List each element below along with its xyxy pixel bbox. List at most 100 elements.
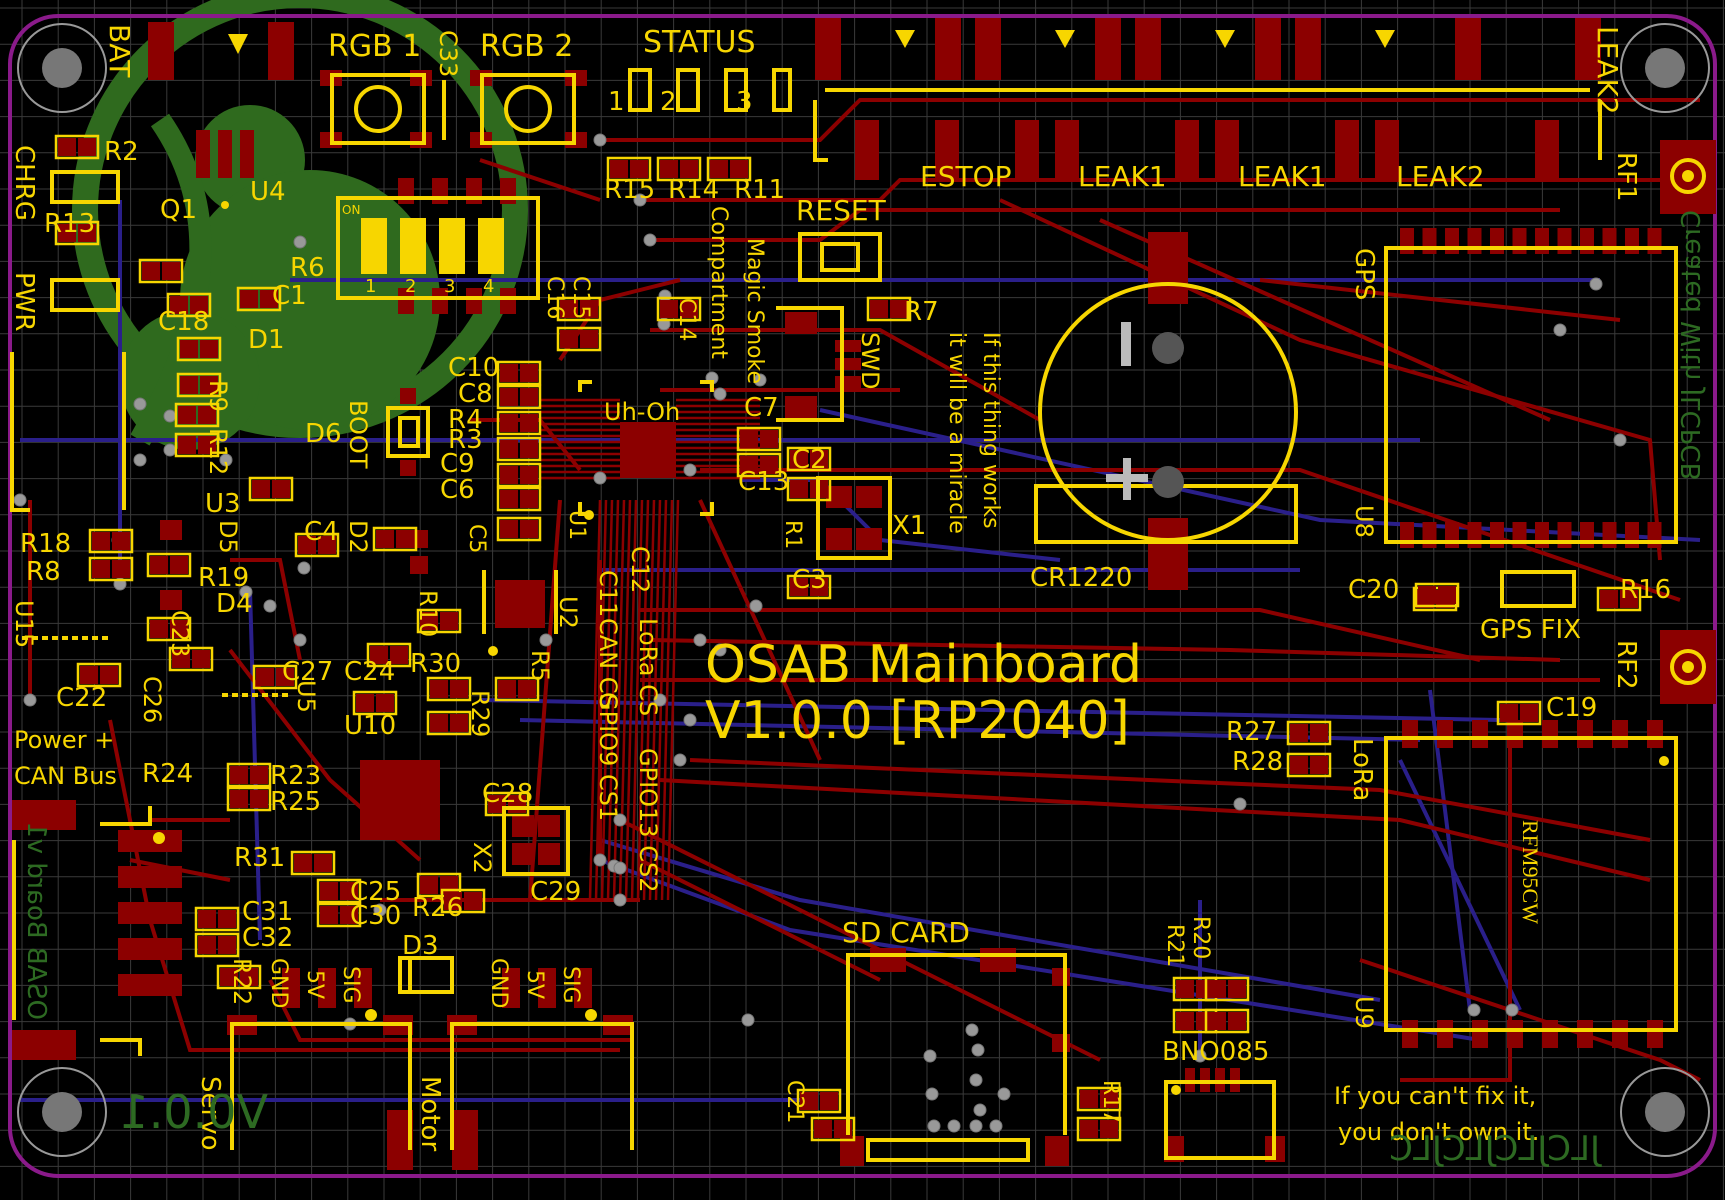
label-r2: R2 bbox=[104, 137, 139, 167]
label-d5: D5 bbox=[214, 520, 242, 554]
title-line-2: V1.0.0 [RP2040] bbox=[705, 691, 1130, 751]
label-r20: R20 bbox=[1188, 916, 1213, 959]
label-status-2: 2 bbox=[660, 87, 677, 117]
label-swd: SWD bbox=[856, 332, 884, 389]
label-motor: Motor bbox=[415, 1076, 445, 1151]
label-leak1-a: LEAK1 bbox=[1078, 160, 1167, 193]
label-u3: U3 bbox=[205, 489, 241, 519]
rf-connectors bbox=[1660, 140, 1716, 704]
label-c20: C20 bbox=[1348, 575, 1399, 605]
label-power-can-1: Power + bbox=[14, 726, 114, 754]
label-status-3: 3 bbox=[736, 87, 753, 117]
label-miracle-2: it will be a miracle bbox=[944, 332, 969, 534]
label-gpio9-cs1: GPIO9 CS1 bbox=[594, 692, 622, 821]
label-u8: U8 bbox=[1350, 505, 1378, 538]
label-c27: C27 bbox=[282, 657, 333, 687]
label-dip-4: 4 bbox=[483, 276, 494, 297]
label-c15: C15 bbox=[568, 276, 593, 319]
label-d2: D2 bbox=[344, 520, 372, 554]
label-c2: C2 bbox=[792, 445, 827, 475]
label-u5: U5 bbox=[292, 680, 320, 713]
label-gnd-b: GND bbox=[486, 958, 511, 1008]
label-c33: C33 bbox=[434, 30, 462, 77]
label-uh-oh: Uh-Oh bbox=[604, 398, 680, 426]
label-lora: LoRa bbox=[1347, 738, 1377, 801]
label-leak1-b: LEAK1 bbox=[1238, 160, 1327, 193]
label-r23: R23 bbox=[270, 761, 321, 791]
label-r19: R19 bbox=[198, 563, 249, 593]
label-dip-2: 2 bbox=[405, 276, 416, 297]
label-r12: R12 bbox=[204, 428, 232, 475]
label-r6: R6 bbox=[290, 253, 325, 283]
label-leak2-b: LEAK2 bbox=[1396, 160, 1485, 193]
label-leak2-top: LEAK2 bbox=[1591, 26, 1624, 115]
label-sig-b: SIG bbox=[558, 966, 583, 1004]
label-r24: R24 bbox=[142, 759, 193, 789]
label-c28: C28 bbox=[482, 779, 533, 809]
label-r22: R22 bbox=[228, 958, 256, 1005]
label-estop: ESTOP bbox=[920, 160, 1012, 193]
label-r4: R4 bbox=[448, 405, 483, 435]
label-dip-1: 1 bbox=[365, 276, 376, 297]
title-line-1: OSAB Mainboard bbox=[705, 635, 1142, 695]
label-u1: U1 bbox=[564, 510, 589, 540]
label-status: STATUS bbox=[643, 25, 756, 60]
label-c24: C24 bbox=[344, 657, 395, 687]
label-servo: Servo bbox=[195, 1076, 225, 1150]
label-c23: C23 bbox=[166, 610, 194, 657]
mounting-hole-top-right bbox=[1620, 23, 1710, 113]
label-r29: R29 bbox=[466, 690, 494, 737]
label-fix-2: you don't own it. bbox=[1338, 1118, 1539, 1146]
vias bbox=[13, 133, 1627, 1133]
label-r18: R18 bbox=[20, 529, 71, 559]
label-r16: R16 bbox=[1620, 575, 1671, 605]
label-fix-1: If you can't fix it, bbox=[1334, 1082, 1536, 1110]
back-version: V0.0.1 bbox=[119, 1085, 268, 1139]
label-miracle-1: If this thing works bbox=[978, 332, 1003, 529]
label-c6: C6 bbox=[440, 475, 475, 505]
label-c18: C18 bbox=[158, 307, 209, 337]
label-r14: R14 bbox=[668, 175, 719, 205]
label-r27: R27 bbox=[1226, 717, 1277, 747]
label-d6: D6 bbox=[305, 419, 342, 449]
label-c21: C21 bbox=[782, 1080, 807, 1123]
label-rgb2: RGB 2 bbox=[480, 29, 573, 64]
label-can-cs: CAN CS bbox=[594, 618, 622, 709]
label-r21: R21 bbox=[1162, 924, 1187, 967]
label-gpio13-cs2: GPIO13 CS2 bbox=[634, 748, 662, 892]
label-c25: C25 bbox=[350, 877, 401, 907]
label-r7: R7 bbox=[904, 297, 939, 327]
mounting-hole-bottom-right bbox=[1620, 1067, 1710, 1157]
label-c4: C4 bbox=[304, 517, 339, 547]
label-c31: C31 bbox=[242, 897, 293, 927]
label-5v-a: 5V bbox=[302, 970, 327, 999]
back-right-text: Created With JLCPCB bbox=[1677, 210, 1707, 480]
label-c10: C10 bbox=[448, 353, 499, 383]
mounting-hole-bottom-left bbox=[17, 1067, 107, 1157]
label-r10: R10 bbox=[414, 590, 442, 637]
label-u10: U10 bbox=[344, 711, 396, 741]
label-magic-smoke: Magic Smoke bbox=[742, 238, 767, 384]
label-rfm95: RFM95CW bbox=[1518, 820, 1543, 924]
label-d4: D4 bbox=[216, 589, 253, 619]
label-power-can-2: CAN Bus bbox=[14, 762, 117, 790]
label-x1: X1 bbox=[892, 511, 926, 541]
label-u4: U4 bbox=[250, 177, 286, 207]
label-c7: C7 bbox=[744, 393, 779, 423]
back-left-text: OSAB Board v1 bbox=[21, 822, 51, 1020]
label-reset: RESET bbox=[796, 194, 887, 227]
pin1-markers bbox=[153, 201, 1669, 1095]
label-c14: C14 bbox=[674, 298, 699, 341]
label-d1: D1 bbox=[248, 325, 285, 355]
mcu-fanout-traces bbox=[540, 398, 760, 901]
label-r17: R17 bbox=[1098, 1080, 1123, 1123]
bottom-copper-traces bbox=[20, 200, 1701, 1102]
label-r26: R26 bbox=[412, 893, 463, 923]
label-bat: BAT bbox=[103, 24, 136, 78]
label-compartment: Compartment bbox=[706, 206, 731, 359]
label-on: ON bbox=[342, 203, 360, 217]
label-r15: R15 bbox=[604, 175, 655, 205]
label-r11: R11 bbox=[734, 175, 785, 205]
label-cr1220: CR1220 bbox=[1030, 563, 1132, 593]
label-c32: C32 bbox=[242, 923, 293, 953]
